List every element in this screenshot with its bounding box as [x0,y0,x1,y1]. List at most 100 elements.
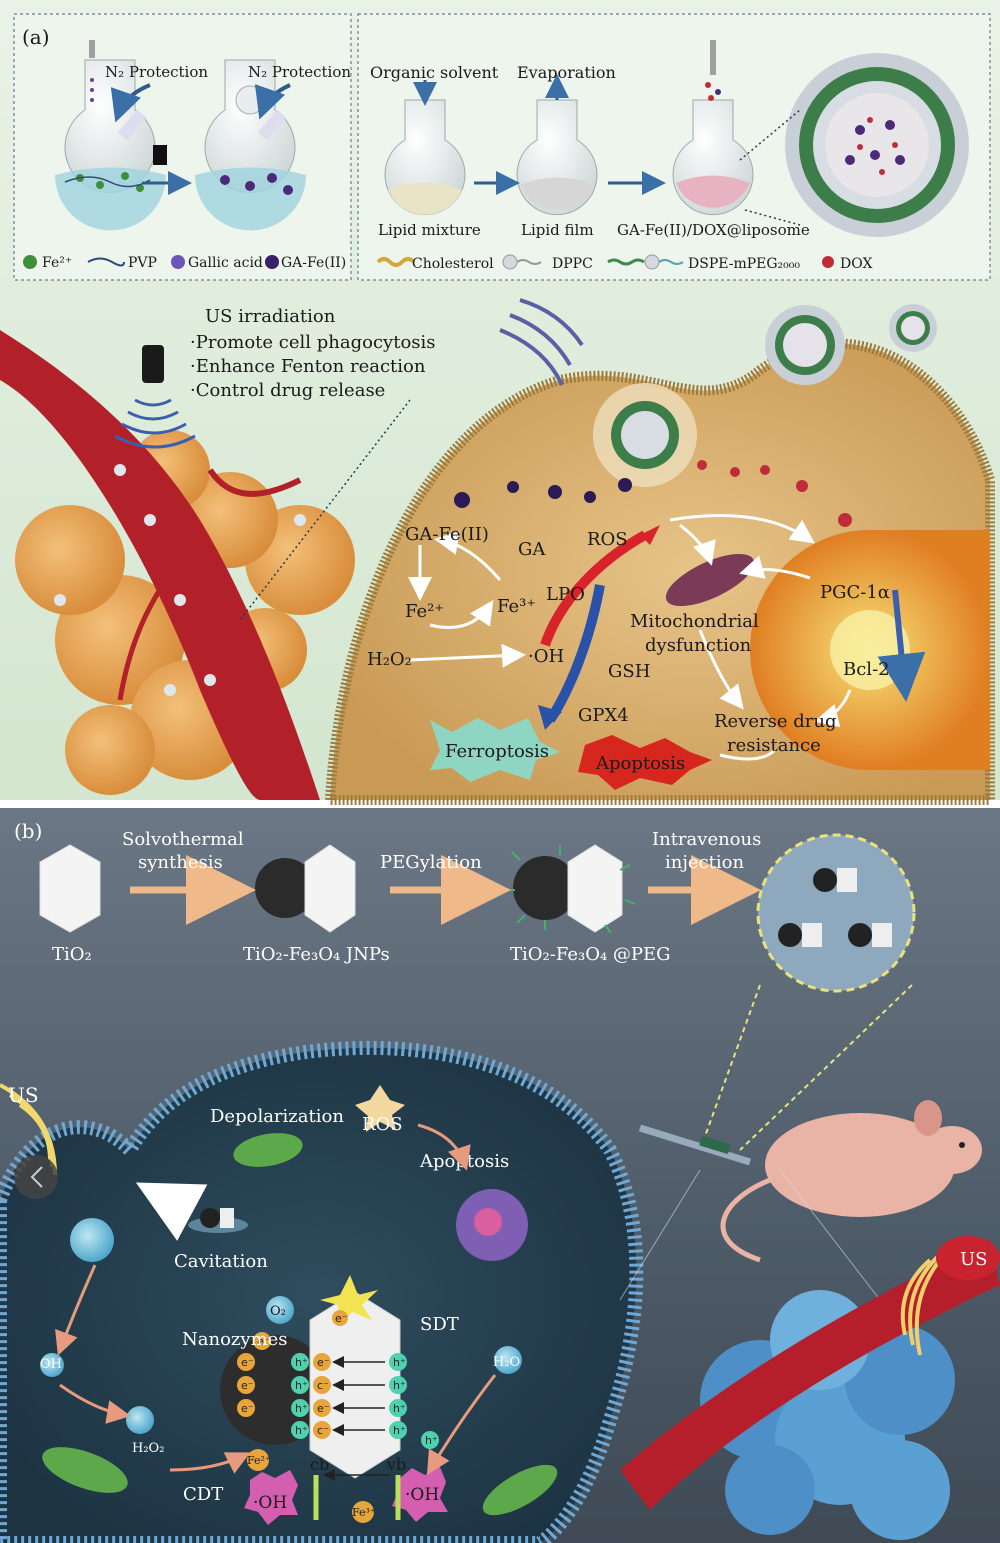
us-item-1: ·Promote cell phagocytosis [190,332,436,353]
us-item-2: ·Enhance Fenton reaction [190,356,426,377]
h-plus-9: h⁺ [425,1434,438,1447]
fe3-label-b: Fe³⁺ [352,1506,376,1519]
fe2-label: Fe²⁺ [405,601,444,622]
h-plus-4: h⁺ [295,1424,308,1437]
vb-label: vb [386,1455,406,1474]
e-minus-4: e⁻ [257,1335,270,1348]
legend-dox: DOX [840,256,872,272]
rdr-label-1: Reverse drug [714,711,836,732]
jnps-label: TiO₂-Fe₃O₄ JNPs [243,944,390,965]
lipid-mixture-label: Lipid mixture [378,221,481,239]
fe2-legend-icon [23,255,37,269]
oh-label: ·OH [528,646,564,667]
cavitation-particle [200,1208,220,1228]
ga-fe-label: GA-Fe(II) [405,524,489,545]
mitochondrion-b [233,1133,303,1167]
solvothermal-label-1: Solvothermal [122,829,244,850]
lipid-film-label: Lipid film [521,221,594,239]
panel-a-label: (a) [22,25,50,49]
h2o-label: H₂O [493,1355,520,1370]
ros-arrow [540,530,648,647]
cavitation-label: Cavitation [174,1251,268,1272]
dspe-legend-icon [607,258,645,266]
water-bubble [70,1218,114,1262]
fe2-label-b: Fe²⁺ [247,1454,271,1467]
depolarization-label: Depolarization [210,1106,344,1127]
c-minus-2: c⁻ [317,1424,329,1437]
e-minus-6: e⁻ [317,1402,330,1415]
h-plus-3: h⁺ [295,1402,308,1415]
gallic-legend-icon [171,255,185,269]
us-irradiation-title: US irradiation [205,306,336,327]
injection-label-1: Intravenous [652,829,761,850]
e-minus-1: e⁻ [241,1356,254,1369]
injection-label-2: injection [665,852,744,873]
nanoparticle-zoom-circle [756,833,916,993]
us-left-label: US [8,1083,39,1107]
legend-dspe: DSPE-mPEG₂₀₀₀ [688,256,800,272]
liposome-illustration [785,53,969,237]
legend-gafe: GA-Fe(II) [281,255,346,271]
liposome-legend: Cholesterol DPPC DSPE-mPEG₂₀₀₀ DOX [376,254,872,272]
mito-label-2: dysfunction [645,635,752,656]
n2-protection-right: N₂ Protection [248,63,351,81]
gpx4-label: GPX4 [578,705,629,726]
h2o2-label-b: H₂O₂ [132,1441,164,1456]
ga-label: GA [518,539,546,560]
ferroptosis-burst [430,718,560,782]
e-minus-2: e⁻ [241,1379,254,1392]
cell-membrane-b [0,1040,644,1543]
h-plus-8: h⁺ [393,1424,406,1437]
h-plus-6: h⁺ [393,1379,406,1392]
fe3-label: Fe³⁺ [497,596,536,617]
oh-burst-right [392,1467,448,1522]
chevron-left-icon [30,1166,43,1188]
fe2-ion [247,1449,269,1471]
cholesterol-legend-icon [376,257,416,267]
oh-left-label: ·OH [253,1493,287,1513]
us-item-3: ·Control drug release [190,380,385,401]
syringe [638,1124,752,1166]
peg-sphere [513,856,577,920]
product-label: GA-Fe(II)/DOX@liposome [617,221,810,239]
us-right-label: US [960,1249,988,1270]
ros-label: ROS [587,529,628,550]
organic-solvent-label: Organic solvent [370,63,499,82]
o2-label: O₂ [270,1304,286,1319]
nav-left-button[interactable] [14,1155,58,1199]
mitochondrion [665,553,755,607]
tio2-crystal [39,844,101,933]
us-transducer-icon [142,345,164,383]
sdt-label: SDT [420,1314,459,1335]
h-plus-5: h⁺ [393,1356,406,1369]
panel-b-label: (b) [14,819,42,843]
oh-right-label: ·OH [405,1485,439,1505]
bcl-label: Bcl-2 [843,659,890,680]
us-waves-icon [114,398,196,449]
flask-product [672,40,754,216]
e-minus-7: e⁻ [335,1312,348,1325]
legend-dppc: DPPC [552,256,593,272]
flask-lipid-film [516,99,598,216]
synthesis-legend: Fe²⁺ PVP Gallic acid GA-Fe(II) [23,255,346,271]
ros-burst [355,1085,405,1132]
dppc-legend-icon [502,254,518,270]
oh-small-label: OH [40,1357,62,1372]
apoptosis-burst [578,735,712,790]
fe3-ion [352,1501,374,1523]
lpo-label: LPO [546,584,585,605]
rdr-label-2: resistance [727,735,821,756]
legend-pvp: PVP [128,255,157,271]
e-minus-5: e⁻ [317,1356,330,1369]
pgc-label: PGC-1α [820,582,890,603]
dox-legend-icon [822,256,834,268]
mouse [720,1100,982,1263]
us-probe-right [936,1236,1000,1280]
dox-particles [697,460,852,527]
evaporation-label: Evaporation [517,63,616,82]
gafe-legend-icon [265,255,279,269]
jnps-tio2 [304,844,356,933]
pegylation-label: PEGylation [380,852,482,873]
